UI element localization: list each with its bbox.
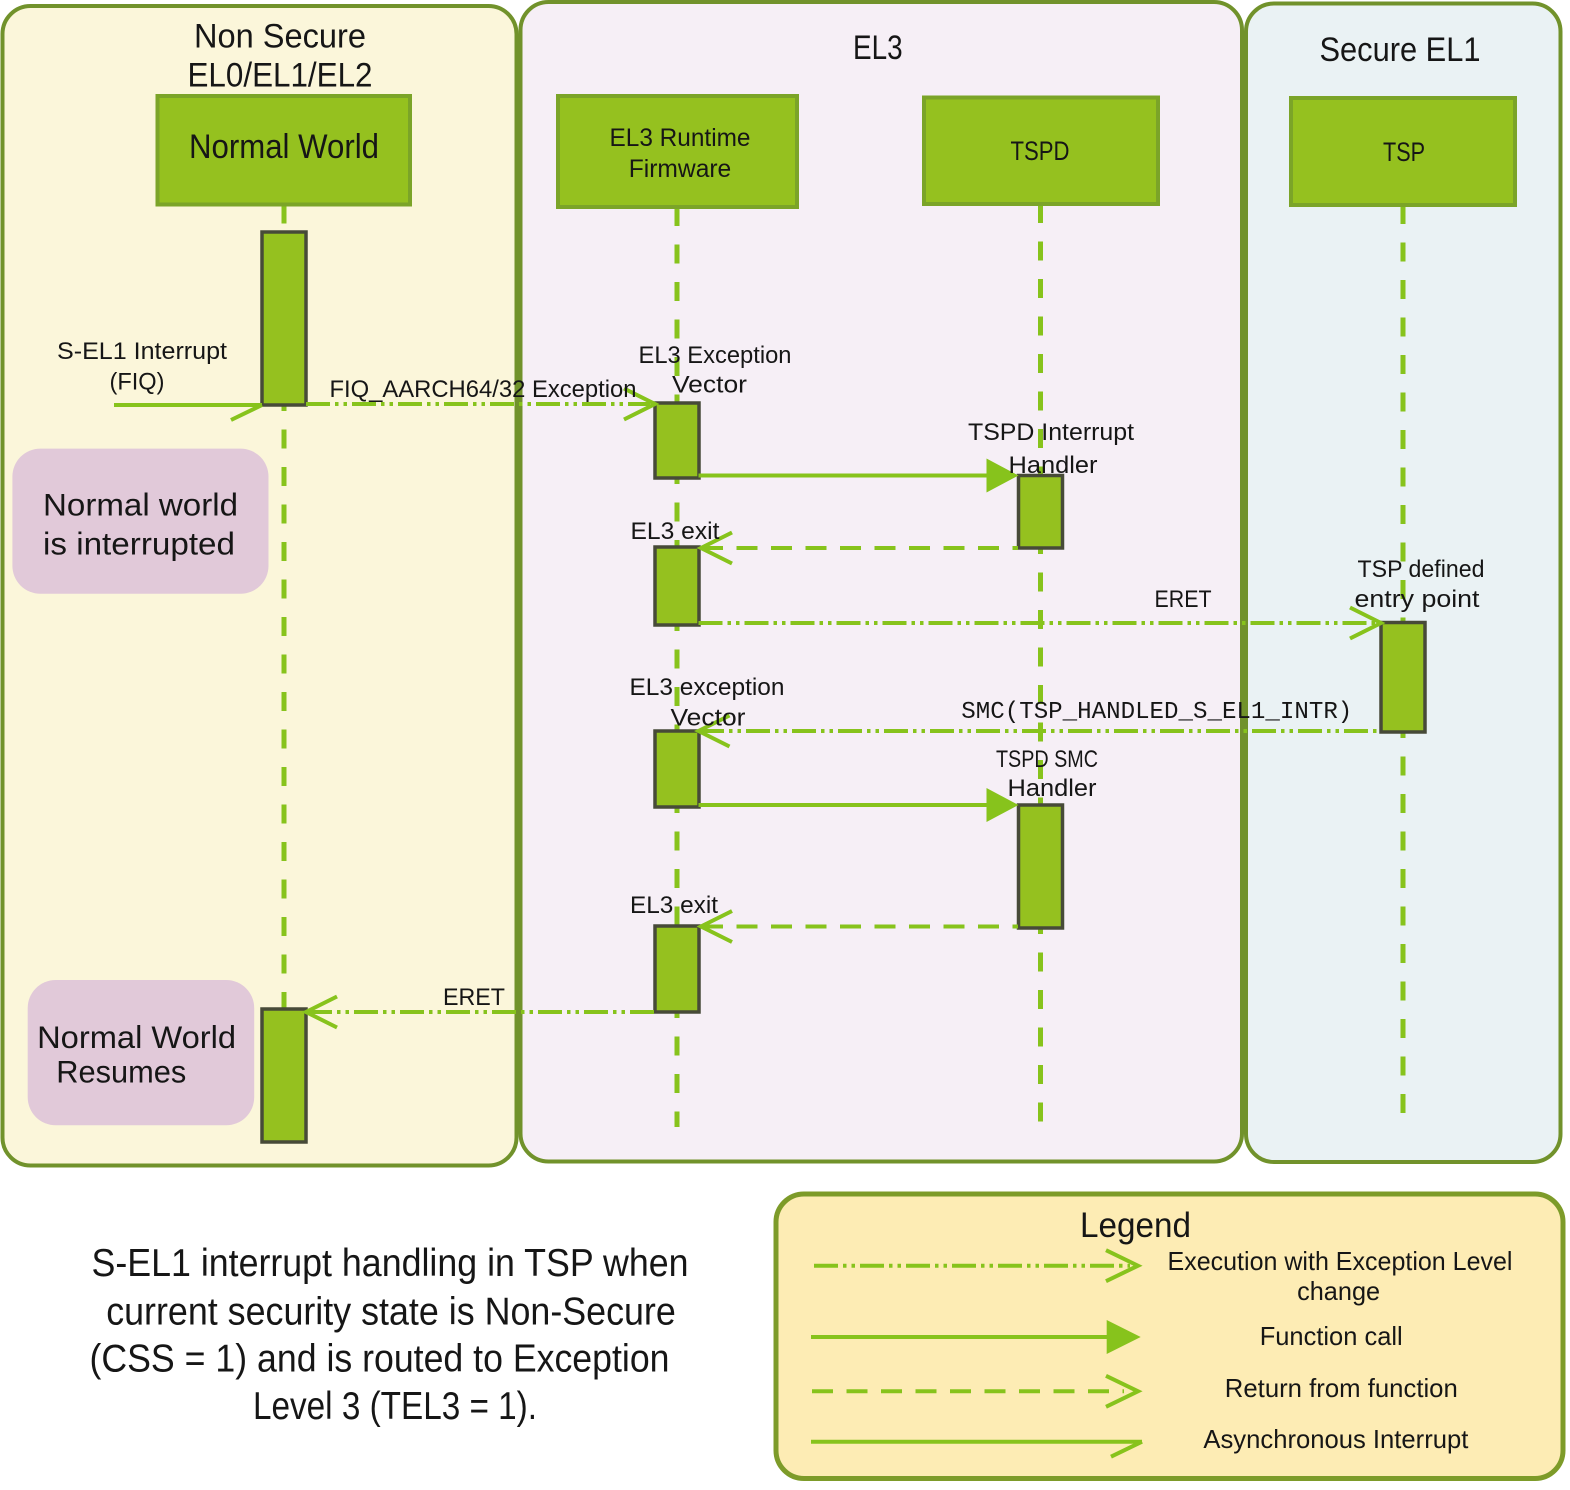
svg-text:EL3 exception: EL3 exception <box>630 674 785 701</box>
svg-text:Vector: Vector <box>672 372 747 399</box>
svg-text:entry point: entry point <box>1355 586 1480 613</box>
svg-text:EL0/EL1/EL2: EL0/EL1/EL2 <box>188 57 373 95</box>
svg-text:Execution with Exception Level: Execution with Exception Level <box>1168 1246 1513 1276</box>
svg-text:Firmware: Firmware <box>629 155 732 183</box>
svg-text:EL3 exit: EL3 exit <box>631 518 720 545</box>
svg-text:FIQ_AARCH64/32 Exception: FIQ_AARCH64/32 Exception <box>330 376 637 403</box>
svg-text:EL3 exit: EL3 exit <box>630 892 718 919</box>
svg-text:change: change <box>1297 1276 1380 1306</box>
svg-text:TSPD Interrupt: TSPD Interrupt <box>968 419 1134 446</box>
svg-text:Function call: Function call <box>1260 1321 1403 1351</box>
svg-text:EL3 Exception: EL3 Exception <box>639 342 792 369</box>
svg-text:Resumes: Resumes <box>56 1053 186 1089</box>
svg-text:TSPD SMC: TSPD SMC <box>996 746 1098 773</box>
svg-text:Handler: Handler <box>1008 775 1097 802</box>
svg-text:Legend: Legend <box>1080 1206 1191 1245</box>
svg-text:Vector: Vector <box>671 705 746 732</box>
svg-text:Non Secure: Non Secure <box>194 18 366 56</box>
svg-text:Return from function: Return from function <box>1225 1373 1458 1403</box>
svg-text:current security state is Non-: current security state is Non-Secure <box>106 1291 676 1334</box>
svg-text:Asynchronous Interrupt: Asynchronous Interrupt <box>1203 1424 1469 1454</box>
svg-text:(CSS = 1) and is routed to Exc: (CSS = 1) and is routed to Exception <box>90 1338 670 1381</box>
svg-text:Level 3 (TEL3 = 1).: Level 3 (TEL3 = 1). <box>253 1385 537 1428</box>
svg-text:Handler: Handler <box>1009 452 1098 479</box>
svg-text:ERET: ERET <box>1155 586 1212 613</box>
svg-text:S-EL1 interrupt handling in TS: S-EL1 interrupt handling in TSP when <box>92 1242 689 1285</box>
svg-text:EL3 Runtime: EL3 Runtime <box>610 124 751 152</box>
svg-text:Secure EL1: Secure EL1 <box>1320 31 1481 69</box>
svg-text:is interrupted: is interrupted <box>43 526 235 562</box>
svg-text:Normal World: Normal World <box>37 1019 236 1055</box>
svg-text:TSP defined: TSP defined <box>1358 556 1485 583</box>
svg-text:SMC(TSP_HANDLED_S_EL1_INTR): SMC(TSP_HANDLED_S_EL1_INTR) <box>961 699 1352 726</box>
svg-text:ERET: ERET <box>443 984 505 1011</box>
svg-text:TSP: TSP <box>1383 137 1425 167</box>
svg-text:Normal World: Normal World <box>189 128 379 166</box>
svg-text:(FIQ): (FIQ) <box>110 369 165 396</box>
svg-text:S-EL1 Interrupt: S-EL1 Interrupt <box>57 338 227 365</box>
svg-text:EL3: EL3 <box>853 29 903 67</box>
svg-text:TSPD: TSPD <box>1011 136 1070 166</box>
svg-text:Normal world: Normal world <box>43 487 238 523</box>
